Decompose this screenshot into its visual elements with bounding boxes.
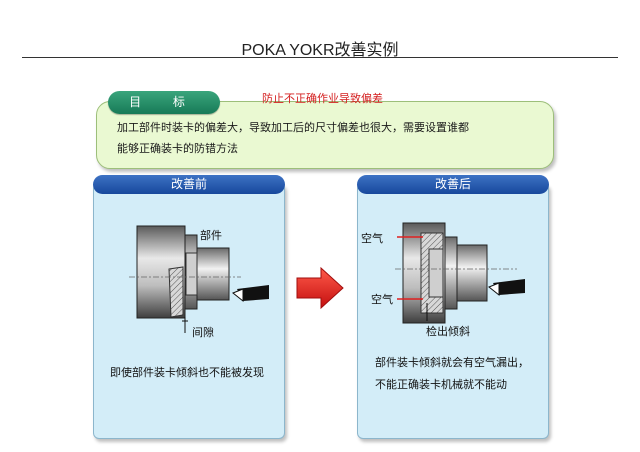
after-diagram	[395, 222, 525, 324]
detect-label: 检出倾斜	[426, 325, 470, 338]
page-title: POKA YOKR改善实例	[241, 42, 399, 59]
workpiece	[168, 247, 230, 318]
cutting-tool	[232, 285, 269, 303]
right-arrow-icon	[296, 266, 344, 310]
before-caption: 即使部件装卡倾斜也不能被发现	[110, 366, 264, 379]
gap-label: 间隙	[192, 326, 214, 339]
air-label-top: 空气	[361, 232, 383, 245]
part-label: 部件	[200, 229, 222, 242]
goal-headline: 防止不正确作业导致偏差	[262, 92, 383, 105]
air-channels	[397, 236, 423, 300]
after-caption-1: 部件装卡倾斜就会有空气漏出，	[375, 356, 529, 369]
before-diagram	[129, 225, 269, 333]
air-label-bottom: 空气	[371, 293, 393, 306]
workpiece-improved	[428, 244, 488, 302]
cutting-tool-improved	[488, 279, 525, 297]
goal-line-1: 加工部件时装卡的偏差大，导致加工后的尺寸偏差也很大，需要设置谁都	[117, 121, 469, 134]
title-divider	[22, 57, 618, 58]
after-panel	[357, 183, 549, 439]
after-header: 改善后	[357, 175, 549, 194]
goal-line-2: 能够正确装卡的防错方法	[117, 142, 238, 155]
goal-tag: 目 标	[108, 91, 220, 114]
before-header: 改善前	[93, 175, 285, 194]
after-caption-2: 不能正确装卡机械就不能动	[375, 378, 507, 391]
